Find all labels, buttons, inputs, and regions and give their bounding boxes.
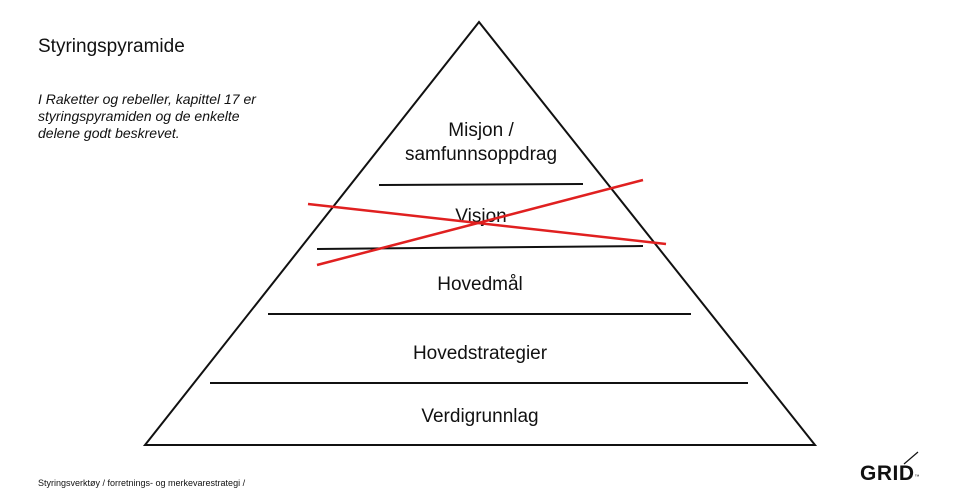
level-label-hovedmal: Hovedmål [437, 274, 523, 295]
level-label-verdigrunnlag: Verdigrunnlag [421, 406, 538, 427]
strike-through-line [307, 202, 667, 246]
level-label-misjon: samfunnsoppdrag [405, 144, 557, 165]
intro-line: styringspyramiden og de enkelte [38, 108, 240, 124]
level-divider [378, 183, 584, 186]
pyramid-outline [142, 20, 818, 446]
trademark-mark: ™ [914, 474, 920, 480]
intro-text: I Raketter og rebeller, kapittel 17 er s… [38, 91, 318, 142]
grid-logo: GRID™ [860, 462, 920, 486]
intro-line: delene godt beskrevet. [38, 125, 180, 141]
logo-text: GRID [860, 462, 915, 485]
footer-breadcrumb: Styringsverktøy / forretnings- og merkev… [38, 478, 246, 488]
intro-line: I Raketter og rebeller, kapittel 17 er [38, 91, 256, 107]
slide-title: Styringspyramide [38, 36, 185, 57]
logo-slash-icon [903, 451, 919, 465]
level-label-misjon: Misjon / [448, 120, 514, 141]
strike-through-line [316, 178, 644, 267]
level-label-hovedstrategier: Hovedstrategier [413, 343, 548, 364]
level-divider [316, 245, 644, 250]
